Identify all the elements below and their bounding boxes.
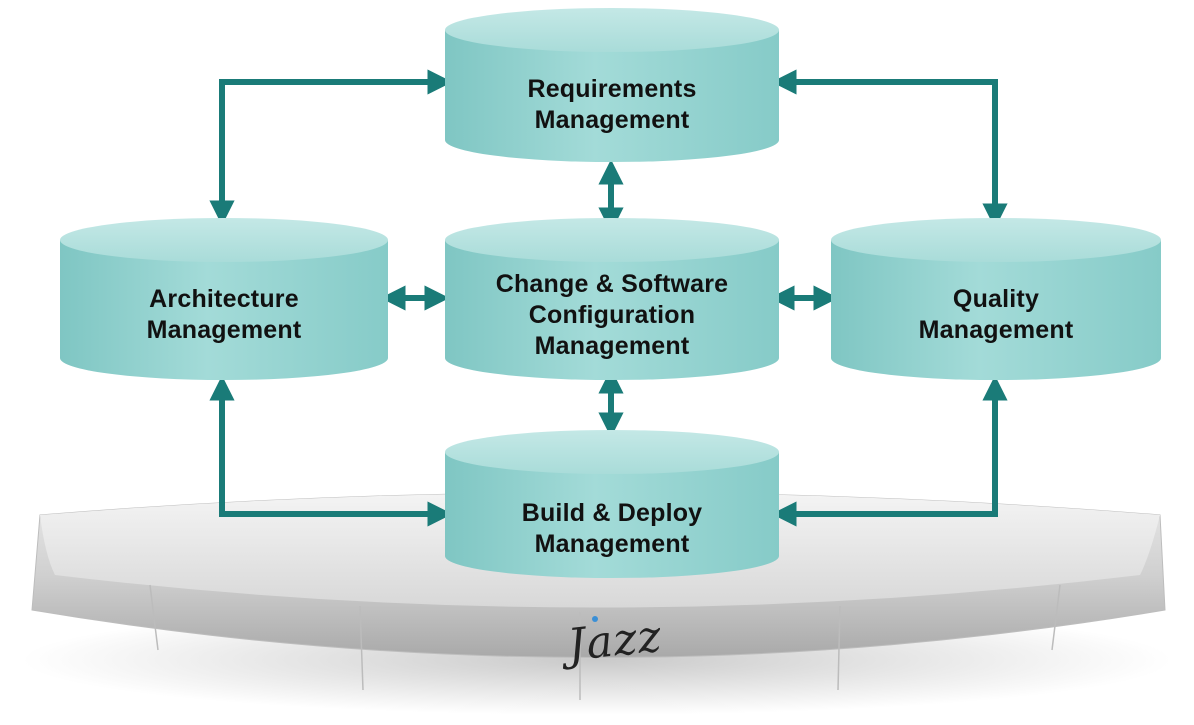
cylinder-change: [445, 218, 779, 380]
architecture-line1: Architecture: [149, 285, 299, 313]
arrow-architecture-build: [209, 375, 453, 527]
architecture-line2: Management: [146, 316, 302, 344]
build-line2: Management: [534, 530, 690, 558]
change-line3: Management: [534, 331, 690, 360]
requirements-line2: Management: [534, 106, 690, 134]
change-line1: Change & Software: [495, 269, 729, 298]
cylinder-build: [445, 430, 779, 578]
cylinder-architecture: [60, 218, 388, 380]
quality-line2: Management: [918, 316, 1074, 344]
label-requirements-management: Requirements Management: [445, 70, 779, 140]
platform-segment-lines: [149, 584, 1061, 700]
arrow-requirements-architecture: [209, 69, 453, 226]
logo-dot: [592, 616, 598, 622]
label-quality-management: Quality Management: [831, 280, 1161, 350]
build-line1: Build & Deploy: [521, 499, 703, 527]
label-architecture-management: Architecture Management: [60, 280, 388, 350]
arrow-requirements-quality: [771, 69, 1008, 229]
cylinder-quality: [831, 218, 1161, 380]
quality-line1: Quality: [952, 285, 1040, 313]
change-line2: Configuration: [528, 300, 696, 329]
label-change-configuration-management: Change & Software Configuration Manageme…: [445, 267, 779, 363]
connectors: [209, 69, 1008, 527]
requirements-line1: Requirements: [527, 75, 697, 103]
label-build-deploy-management: Build & Deploy Management: [445, 494, 779, 564]
cylinder-requirements: [445, 8, 779, 162]
arrow-quality-build: [771, 375, 1008, 527]
